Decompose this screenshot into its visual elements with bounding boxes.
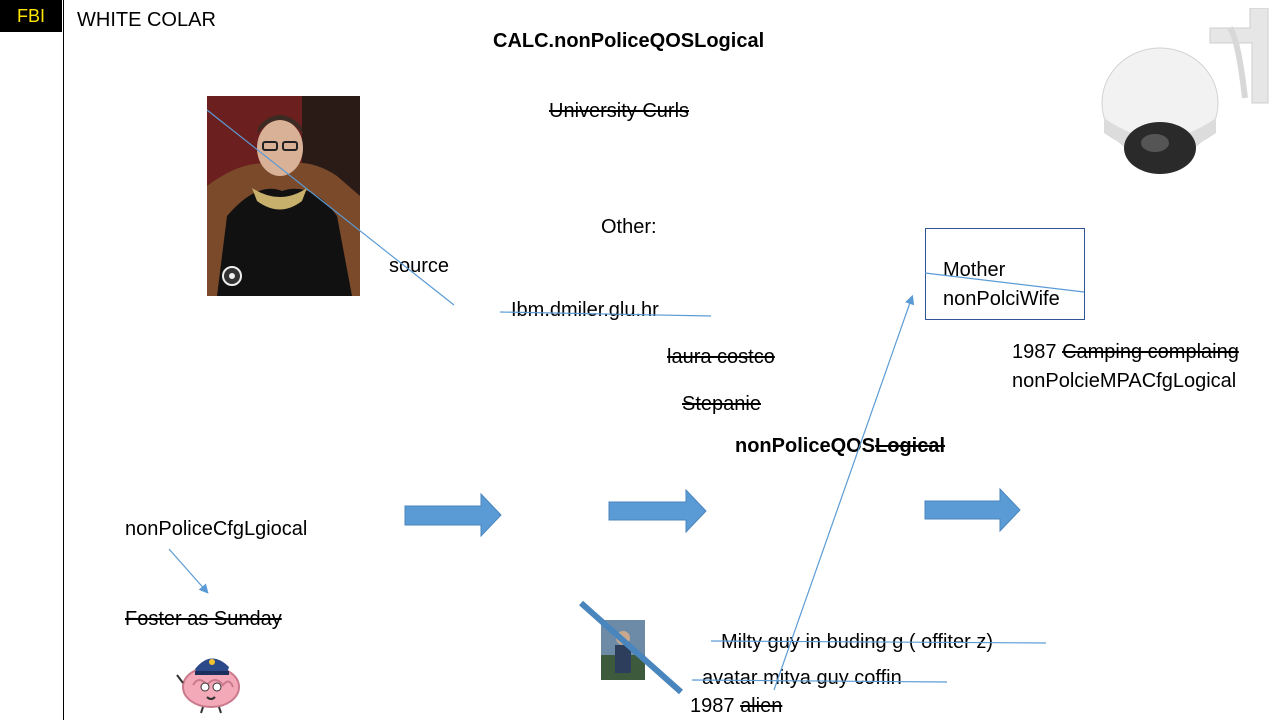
- qos-logical-text: nonPoliceQOSLogical: [735, 435, 945, 458]
- stepanie-text: Stepanie: [682, 393, 761, 415]
- box-line-wife: nonPolciWife: [943, 288, 1060, 310]
- police-brain-image: [175, 645, 245, 715]
- block-arrow-3: [924, 487, 1021, 533]
- ibm-strike-line: [499, 311, 712, 317]
- cfg-logical-text: nonPoliceCfgLgiocal: [125, 518, 308, 540]
- avatar-coffin-text: avatar mitya guy coffin: [702, 667, 902, 689]
- qos-struck-suffix: Logical: [875, 435, 946, 457]
- foster-sunday-text: Foster as Sunday: [125, 608, 282, 630]
- alien-text: alien: [740, 695, 783, 717]
- header-title: WHITE COLAR: [77, 9, 216, 31]
- box-line-mother: Mother: [943, 259, 1006, 281]
- fbi-badge-label: FBI: [16, 5, 45, 26]
- avatar-strike-line: [691, 679, 948, 683]
- camping-text: Camping complaing: [1062, 341, 1239, 363]
- cfg-to-foster-arrow: [168, 548, 209, 594]
- box-diagonal-line: [924, 272, 1085, 293]
- left-margin-rule: [63, 0, 64, 720]
- fbi-badge: FBI: [0, 0, 62, 32]
- security-camera-image: [1100, 7, 1270, 183]
- ibm-text: Ibm.dmiler.glu.hr: [511, 299, 659, 321]
- thumbnail-cross-line: [579, 600, 683, 695]
- source-label: source: [389, 255, 450, 277]
- mother-text-box: [925, 228, 1085, 320]
- block-arrow-1: [404, 492, 502, 538]
- university-curls-text: University Curls: [549, 100, 690, 122]
- other-label: Other:: [601, 216, 657, 238]
- camping-year: 1987: [1012, 341, 1057, 363]
- main-title: CALC.nonPoliceQOSLogical: [493, 30, 765, 52]
- qos-prefix: nonPoliceQOS: [735, 435, 876, 457]
- laura-costco-text: laura costco: [667, 346, 775, 368]
- alien-line: 1987 alien: [690, 695, 782, 718]
- photo-to-source-line: [206, 109, 455, 306]
- block-arrow-2: [608, 488, 707, 534]
- portrait-photo: [207, 96, 360, 296]
- upward-connector-arrow: [773, 294, 915, 691]
- mpac-text: nonPolcieMPACfgLogical: [1012, 370, 1237, 392]
- milty-strike-line: [710, 640, 1047, 644]
- camping-line: 1987 Camping complaing: [1012, 341, 1239, 364]
- alien-year: 1987: [690, 695, 735, 717]
